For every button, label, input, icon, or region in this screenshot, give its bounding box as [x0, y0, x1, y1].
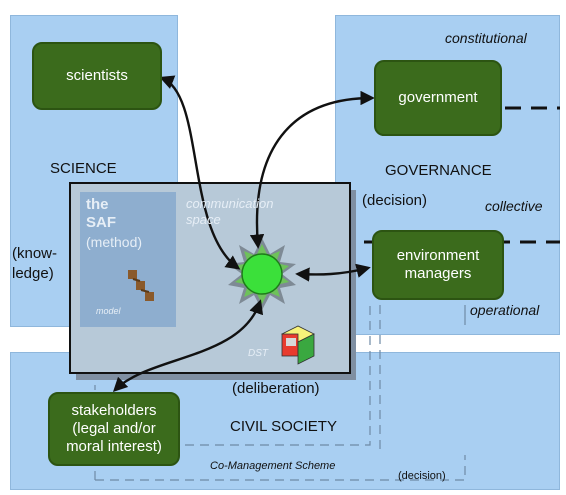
civil-society-sublabel: (deliberation): [232, 380, 320, 397]
comanagement-decision-label: (decision): [398, 470, 446, 482]
scientists-node: scientists: [32, 42, 162, 110]
saf-method-label: (method): [86, 234, 143, 250]
arrow-government-hub: [249, 90, 375, 249]
communication-space-label: communication space: [186, 196, 274, 227]
saf-title: the SAF: [86, 196, 116, 231]
model-icon: [128, 270, 154, 301]
science-label: SCIENCE: [50, 160, 117, 177]
communication-hub-icon: [228, 238, 296, 310]
dst-label: DST: [248, 348, 268, 359]
environment-managers-node: environment managers: [372, 230, 504, 300]
stakeholders-node: stakeholders (legal and/or moral interes…: [48, 392, 180, 466]
government-node: government: [374, 60, 502, 136]
science-sublabel: (know- ledge): [12, 245, 58, 282]
comanagement-scheme-label: Co-Management Scheme: [210, 460, 336, 472]
dst-cube-icon: [281, 325, 315, 365]
arrow-scientists-hub: [159, 75, 241, 270]
civil-society-label: CIVIL SOCIETY: [230, 418, 337, 435]
collective-level-label: collective: [485, 198, 543, 214]
arrow-stakeholders-hub: [112, 299, 264, 393]
operational-level-label: operational: [470, 302, 540, 318]
governance-sublabel: (decision): [362, 192, 428, 209]
constitutional-level-label: constitutional: [445, 30, 527, 46]
arrow-managers-hub: [295, 263, 371, 282]
governance-label: GOVERNANCE: [385, 162, 492, 179]
model-label: model: [96, 306, 121, 316]
